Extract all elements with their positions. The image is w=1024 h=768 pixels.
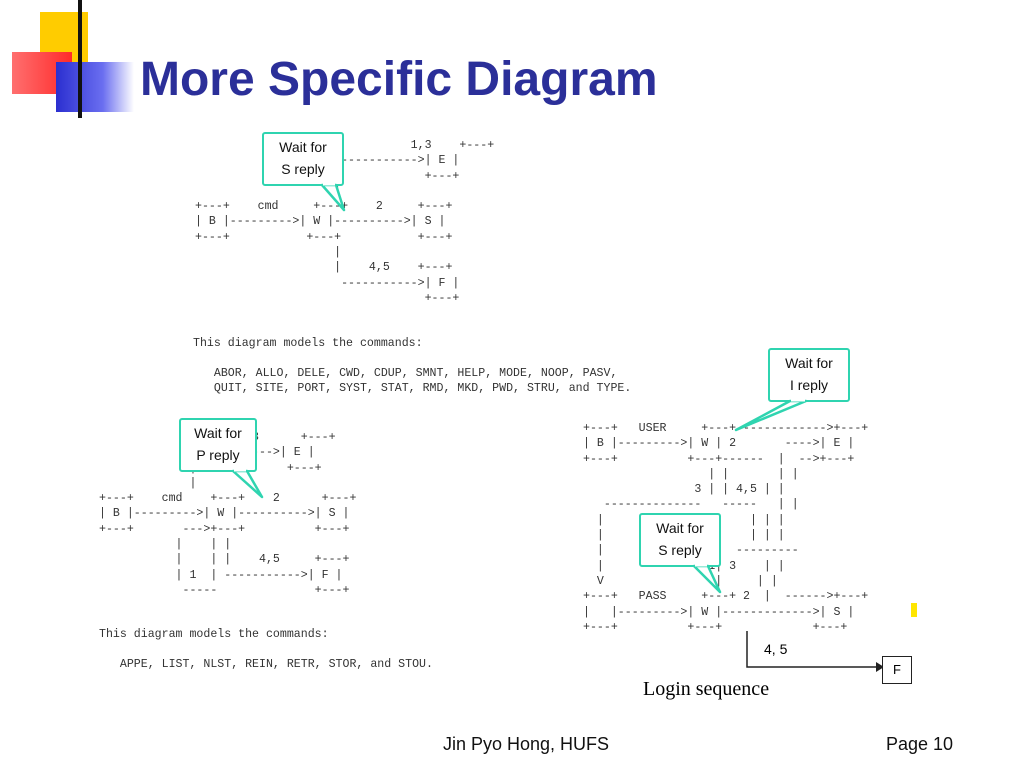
callout-s-reply-top: Wait for S reply [262, 132, 344, 186]
highlight-mark [911, 603, 917, 617]
left-note-heading: This diagram models the commands: [99, 628, 329, 641]
callout-p-reply: Wait for P reply [179, 418, 257, 472]
top-note-commands: ABOR, ALLO, DELE, CWD, CDUP, SMNT, HELP,… [213, 367, 632, 396]
page-title: More Specific Diagram [140, 53, 658, 106]
label-4-5: 4, 5 [764, 641, 788, 657]
left-ascii-diagram: 3 +---+ ----------->| E | | +---+ | +---… [99, 431, 357, 597]
top-note-heading: This diagram models the commands: [193, 337, 423, 350]
footer-author: Jin Pyo Hong, HUFS [443, 734, 610, 754]
right-ascii-diagram: +---+ USER +---+------------->+---+ | B … [583, 422, 869, 634]
callout-s-reply-right: Wait for S reply [639, 513, 721, 567]
box-f: F [882, 656, 912, 684]
login-sequence-caption: Login sequence [643, 678, 770, 700]
callout-i-reply: Wait for I reply [768, 348, 850, 402]
footer-page: Page 10 [886, 734, 954, 754]
left-note-commands: APPE, LIST, NLST, REIN, RETR, STOR, and … [99, 658, 433, 671]
slide-logo [12, 0, 134, 118]
top-ascii-diagram: 1,3 +---+ ----------->| E | | +---+ | +-… [195, 139, 495, 305]
